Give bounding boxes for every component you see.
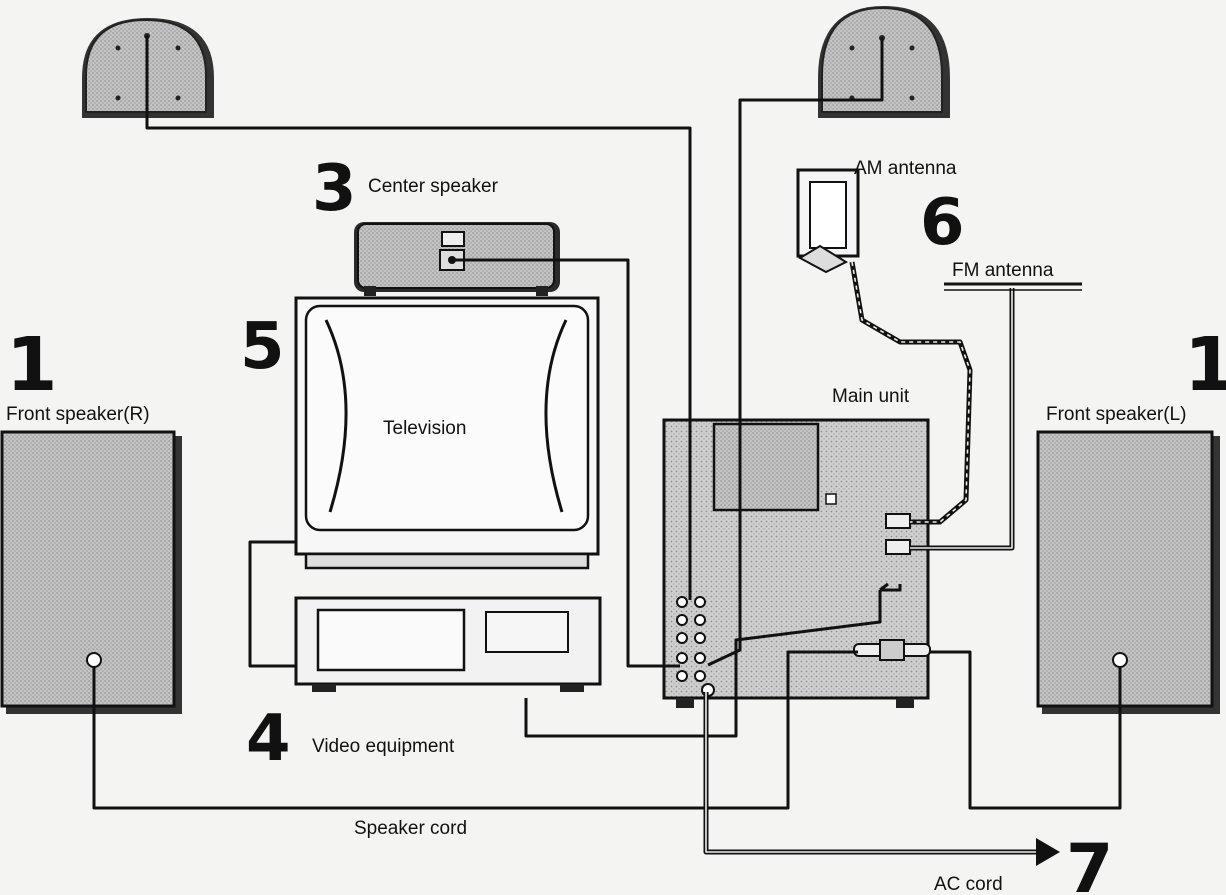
antenna-terminals: [885, 513, 911, 555]
step-number-6: 6: [920, 186, 965, 260]
step-number-7: 7: [1066, 830, 1113, 895]
step-number-1-right: 1: [6, 322, 58, 408]
label-center-speaker: Center speaker: [368, 176, 499, 197]
label-fm-antenna: FM antenna: [952, 260, 1054, 281]
input-jacks: [676, 596, 715, 697]
step-number-1-left: 1: [1184, 322, 1226, 408]
step-number-5: 5: [240, 310, 285, 384]
label-am-antenna: AM antenna: [854, 158, 957, 179]
television: [294, 296, 600, 570]
cords: [92, 36, 1122, 866]
center-speaker: [354, 222, 560, 296]
front-speaker-left: [1036, 430, 1220, 714]
video-equipment: [294, 596, 602, 692]
label-front-speaker-r: Front speaker(R): [6, 404, 150, 425]
label-television: Television: [383, 418, 466, 439]
label-speaker-cord: Speaker cord: [354, 818, 467, 839]
label-video-equipment: Video equipment: [312, 736, 455, 757]
main-unit: [662, 418, 931, 708]
am-antenna: [796, 168, 860, 274]
label-ac-cord: AC cord: [934, 874, 1003, 895]
label-front-speaker-l: Front speaker(L): [1046, 404, 1186, 425]
step-number-4: 4: [246, 702, 291, 776]
label-main-unit: Main unit: [832, 386, 910, 407]
front-speaker-right: [0, 430, 182, 714]
step-number-3: 3: [312, 152, 357, 226]
